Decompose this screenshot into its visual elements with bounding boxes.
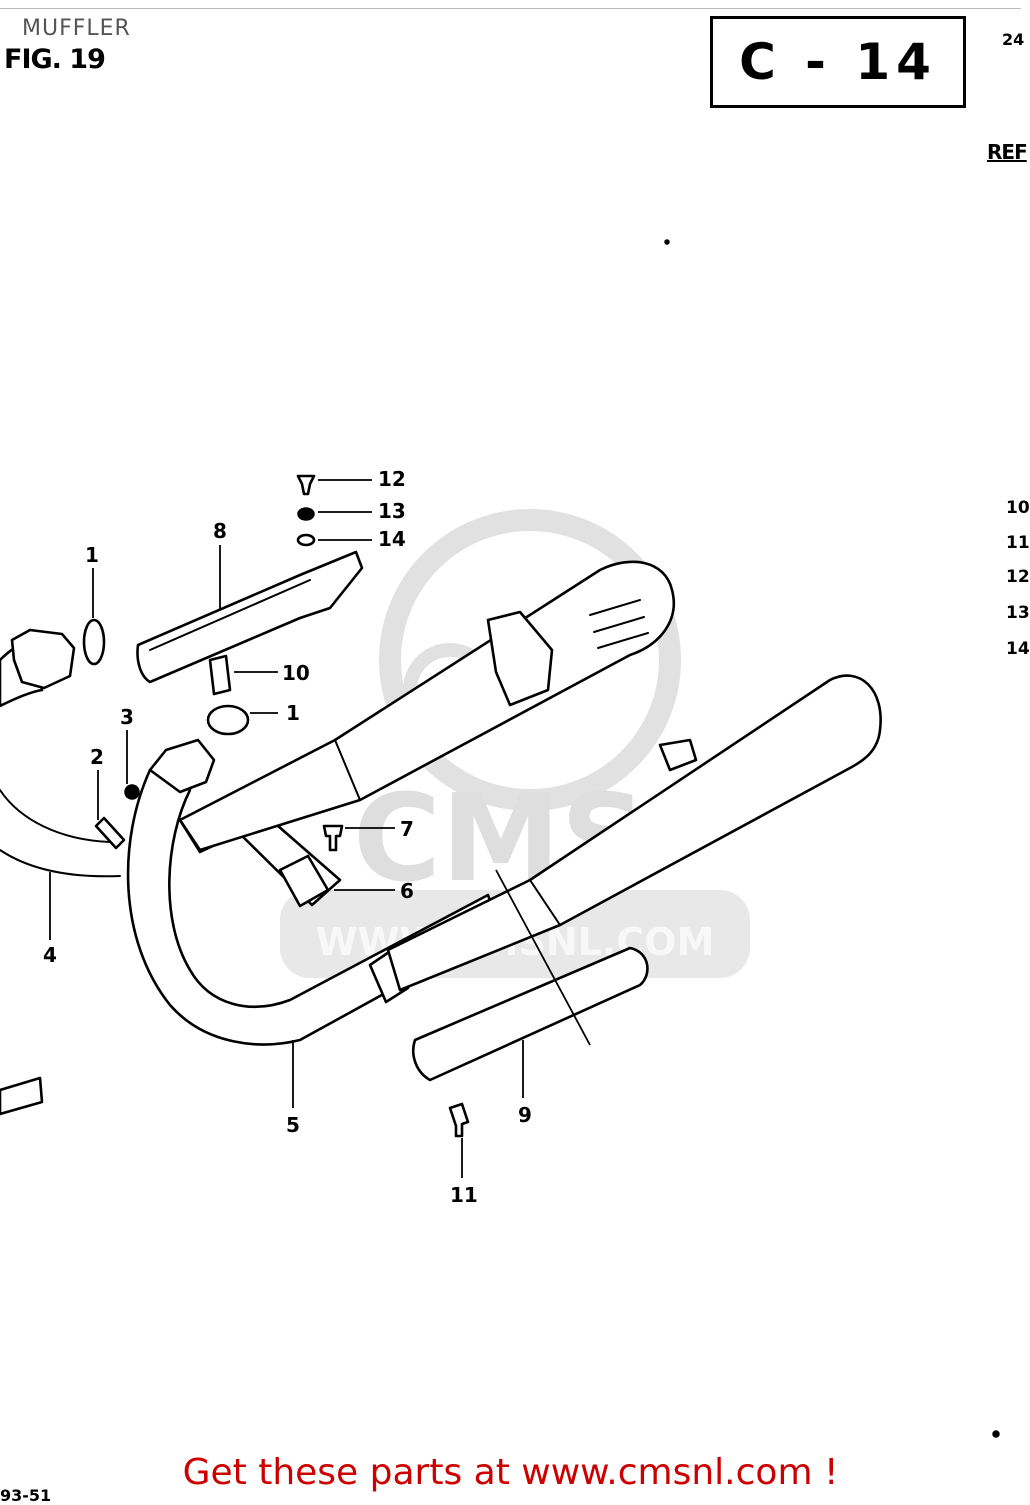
muffler-upper <box>178 560 675 852</box>
callout-9: 9 <box>518 1103 532 1127</box>
ref-number-14: 14 <box>1006 639 1030 659</box>
screw-part-11 <box>448 1102 470 1138</box>
callout-labels: 1 1 2 3 4 5 6 7 8 9 10 11 12 13 14 <box>43 467 532 1207</box>
callout-5: 5 <box>286 1113 300 1137</box>
pipe-left-lower-curve-top <box>0 789 111 843</box>
callout-1-right: 1 <box>286 701 300 725</box>
callout-4: 4 <box>43 943 57 967</box>
nut-part-3 <box>124 784 140 800</box>
callout-10: 10 <box>282 661 310 685</box>
callout-7: 7 <box>400 817 414 841</box>
callout-1-left: 1 <box>85 543 99 567</box>
callout-6: 6 <box>400 879 414 903</box>
page-title: MUFFLER <box>22 16 131 41</box>
muffler-upper-baffle-lines <box>589 599 649 649</box>
figure-label: FIG. 19 <box>4 44 106 75</box>
watermark-ring <box>379 509 681 811</box>
bolt-part-7 <box>322 824 344 852</box>
pipe-left-lower-curve-bottom <box>0 849 121 878</box>
callout-2: 2 <box>90 745 104 769</box>
washer-part-13 <box>297 507 315 521</box>
reference-heading: REF <box>987 140 1028 164</box>
gasket-left <box>82 618 106 666</box>
muffler-lower <box>386 674 882 992</box>
callout-8: 8 <box>213 519 227 543</box>
gasket-ring <box>206 704 250 736</box>
muffler-upper-body <box>178 560 675 852</box>
muffler-lower-bracket <box>658 738 698 772</box>
heat-shield-lower <box>411 946 649 1082</box>
stray-dot-bottom <box>992 1430 1000 1438</box>
crossover-clamp <box>278 854 330 908</box>
joint-left-body <box>10 628 76 690</box>
front-direction-arrow <box>0 1076 44 1116</box>
pipe-main-flange <box>148 738 216 794</box>
heat-shield-upper-edge <box>149 579 311 651</box>
bolt-part-2 <box>94 816 126 850</box>
washer-part-14 <box>296 533 316 547</box>
muffler-lower-body <box>386 674 882 992</box>
page-number-fragment: 24 <box>1002 30 1025 49</box>
clamp-part-10 <box>208 654 232 696</box>
callout-11: 11 <box>450 1183 478 1207</box>
heat-shield-upper <box>136 550 364 684</box>
get-parts-link[interactable]: Get these parts at www.cmsnl.com ! <box>182 1452 839 1493</box>
muffler-upper-joint-line <box>334 739 361 801</box>
callout-3: 3 <box>120 705 134 729</box>
callout-12: 12 <box>378 467 406 491</box>
callout-13: 13 <box>378 499 406 523</box>
leader-lines <box>49 479 591 1178</box>
pipe-joint-left <box>10 618 106 690</box>
heat-shield-upper-body <box>136 550 364 684</box>
heat-shield-lower-body <box>411 946 649 1082</box>
page-code: 93-51 <box>0 1486 52 1505</box>
ref-number-13: 13 <box>1006 603 1030 623</box>
screw-part-12 <box>296 474 316 496</box>
leader-guide-line <box>495 869 591 1046</box>
section-code: C - 14 <box>739 33 937 91</box>
section-code-box: C - 14 <box>710 16 966 108</box>
stray-dot <box>664 239 670 245</box>
muffler-lower-joint-line <box>529 879 561 926</box>
ref-number-10: 10 <box>1006 498 1030 518</box>
ref-number-11: 11 <box>1006 533 1030 553</box>
callout-14: 14 <box>378 527 406 551</box>
muffler-upper-bracket <box>486 610 554 707</box>
top-rule <box>0 8 1021 9</box>
ref-number-12: 12 <box>1006 567 1030 587</box>
